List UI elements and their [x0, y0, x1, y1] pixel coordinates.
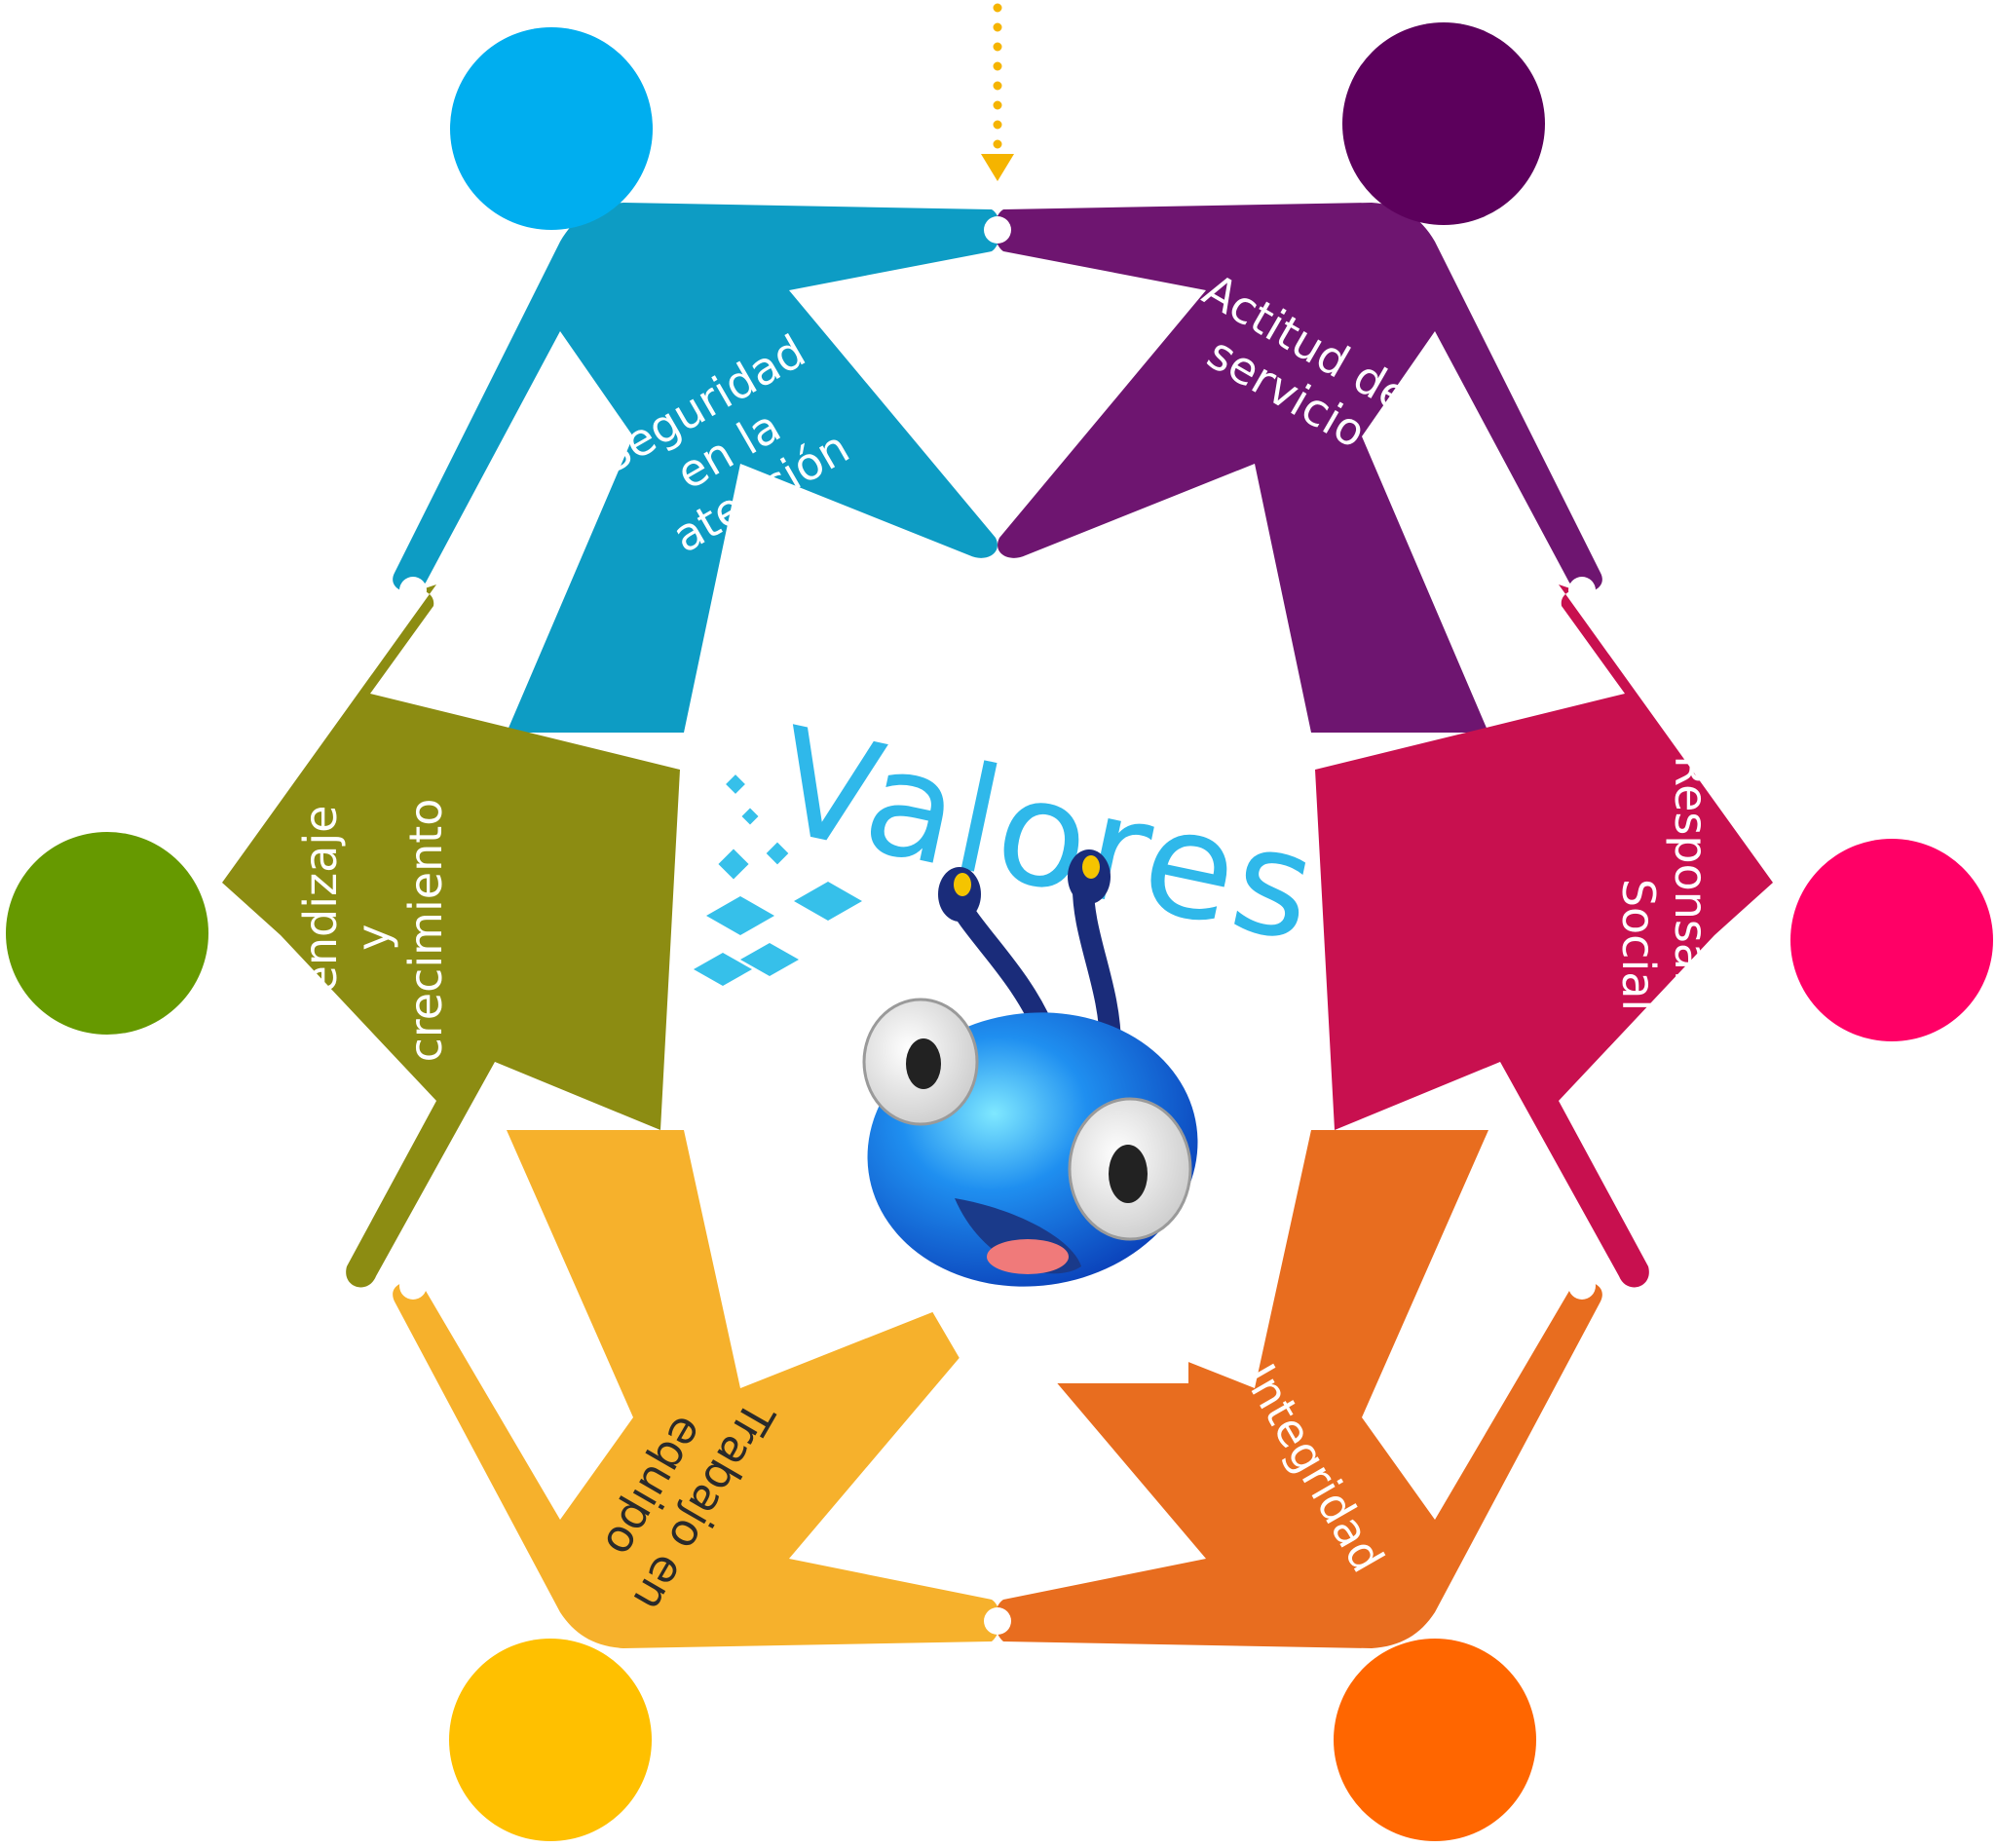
figure-trabajo [393, 1130, 1000, 1841]
label-aprendizaje: Aprendizaje y crecimiento [294, 791, 452, 1070]
head-actitud [1342, 22, 1545, 225]
figure-actitud [995, 22, 1602, 733]
head-trabajo [449, 1639, 652, 1841]
head-integridad [1334, 1639, 1536, 1841]
diagram-title: Valores [763, 697, 1331, 975]
dotted-arrow-icon [981, 3, 1014, 181]
figure-aprendizaje [6, 585, 680, 1288]
ant-mascot-icon [862, 849, 1198, 1383]
head-responsabilidad [1790, 839, 1993, 1041]
label-responsabilidad: Responsabilidad Social [1612, 755, 1717, 1135]
figure-integridad [995, 1130, 1602, 1841]
head-seguridad [450, 27, 653, 230]
figure-seguridad [393, 27, 1000, 733]
figure-responsabilidad [1315, 585, 1993, 1288]
head-aprendizaje [6, 832, 208, 1035]
hand-joints [399, 216, 1596, 1635]
